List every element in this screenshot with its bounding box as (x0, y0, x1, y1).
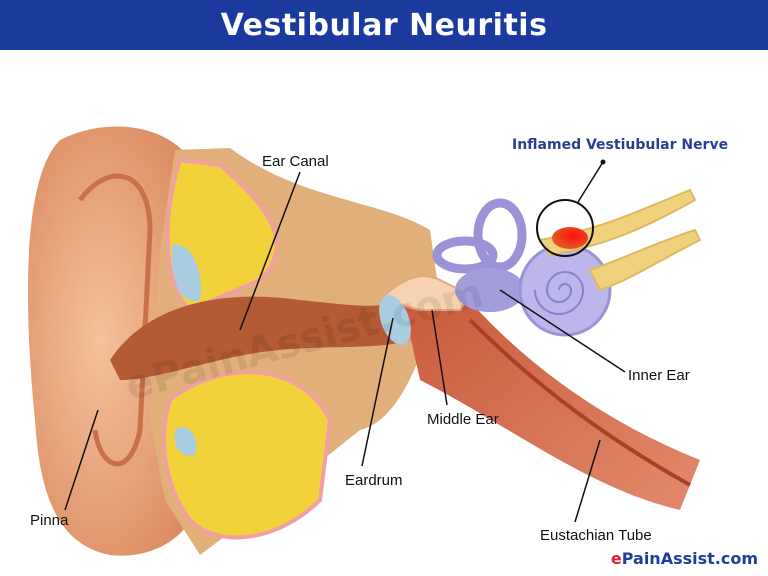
eustachian-tube-shape (400, 290, 700, 510)
title-bar: Vestibular Neuritis (0, 0, 768, 50)
label-inner-ear: Inner Ear (628, 367, 690, 384)
brand-logo: ePainAssist.com (611, 549, 758, 568)
label-middle-ear: Middle Ear (427, 411, 499, 428)
label-inflamed-nerve: Inflamed Vestiubular Nerve (512, 137, 728, 153)
pinna-fold (78, 173, 153, 467)
label-ear-canal: Ear Canal (262, 153, 329, 170)
label-eustachian-tube: Eustachian Tube (540, 527, 652, 544)
page-title: Vestibular Neuritis (220, 7, 548, 43)
label-pinna: Pinna (30, 512, 69, 529)
inflammation-callout-circle (536, 199, 594, 257)
brand-name: PainAssist.com (621, 549, 758, 568)
ear-canal-shape (110, 296, 410, 380)
label-eardrum: Eardrum (345, 472, 403, 489)
inflammation-shape (552, 227, 588, 249)
brand-prefix: e (610, 549, 622, 568)
lower-cartilage (162, 370, 333, 540)
leader-lines (64, 161, 626, 523)
eardrum-shape (379, 295, 411, 345)
cochlear-nerve (588, 228, 702, 292)
ear-anatomy-diagram: ePainAssist.com Ear Canal Inflamed Vesti… (27, 126, 728, 556)
